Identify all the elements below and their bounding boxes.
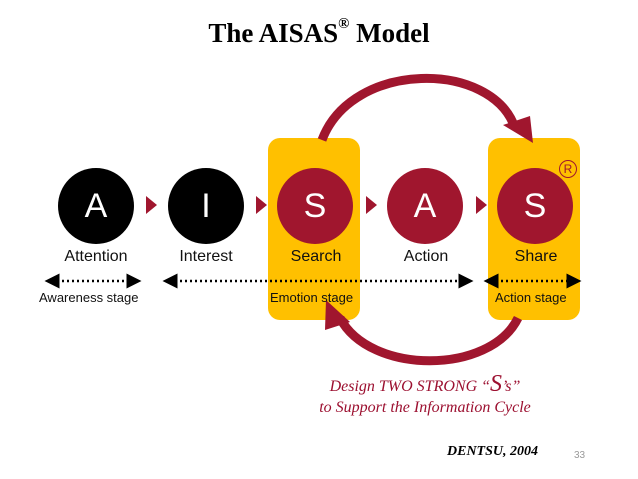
step-label-share: Share xyxy=(514,248,558,265)
source-credit: DENTSU, 2004 xyxy=(447,444,539,459)
stage-label-awareness: Awareness stage xyxy=(39,290,139,305)
cycle-arc-top-head xyxy=(503,116,533,143)
step-circle-action: A xyxy=(387,168,463,244)
step-label-search: Search xyxy=(290,248,342,265)
step-circle-attention: A xyxy=(58,168,134,244)
step-label-attention: Attention xyxy=(64,248,128,265)
cycle-arc-bottom-head xyxy=(325,300,350,330)
stage-label-emotion: Emotion stage xyxy=(270,290,354,305)
step-arrow-4 xyxy=(476,196,487,214)
step-arrow-1 xyxy=(146,196,157,214)
page-number: 33 xyxy=(574,450,586,461)
tagline-line-1: Design TWO STRONG “S’s” xyxy=(329,371,521,397)
tagline-big-s: S xyxy=(490,371,503,397)
tagline-line-2: to Support the Information Cycle xyxy=(319,399,531,416)
step-label-action: Action xyxy=(403,248,449,265)
step-arrow-3 xyxy=(366,196,377,214)
registered-superscript: ® xyxy=(338,16,350,32)
cycle-arc-top xyxy=(317,74,520,142)
registered-mark-icon: R xyxy=(559,160,577,178)
slide-title: The AISAS® Model xyxy=(208,16,430,48)
step-arrow-2 xyxy=(256,196,267,214)
cycle-arc-bottom xyxy=(336,315,523,366)
step-circle-share: S xyxy=(497,168,573,244)
stage-label-action: Action stage xyxy=(495,290,567,305)
step-circle-interest: I xyxy=(168,168,244,244)
step-circle-search: S xyxy=(277,168,353,244)
step-label-interest: Interest xyxy=(179,248,233,265)
